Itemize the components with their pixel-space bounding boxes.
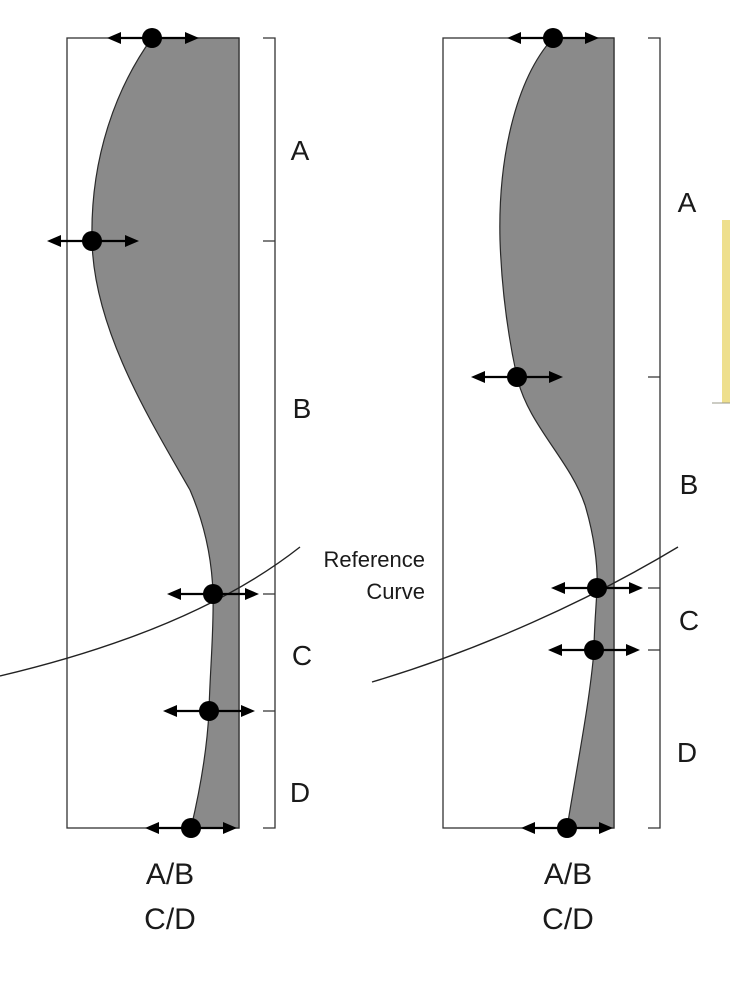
left-segment-a-label: A	[291, 135, 310, 166]
left-segment-b-label: B	[293, 393, 312, 424]
left-handle-2[interactable]	[47, 231, 139, 251]
left-handle-4[interactable]	[163, 701, 255, 721]
right-bracket	[648, 37, 661, 829]
left-caption-line-2: C/D	[144, 903, 196, 936]
right-panel: A B C D A/B C/D	[371, 28, 699, 936]
left-segment-d-label: D	[290, 777, 310, 808]
left-bracket	[263, 37, 276, 829]
right-profile-shape	[499, 37, 615, 829]
left-caption-line-1: A/B	[146, 858, 194, 891]
right-handle-5[interactable]	[521, 818, 613, 838]
right-reference-curve	[371, 546, 679, 683]
right-handle-3[interactable]	[551, 578, 643, 598]
right-handle-4[interactable]	[548, 640, 640, 660]
right-caption-line-1: A/B	[544, 858, 592, 891]
left-reference-curve	[0, 546, 301, 677]
left-handle-3[interactable]	[167, 584, 259, 604]
right-segment-a-label: A	[678, 187, 697, 218]
reference-curve-label-line-1: Reference	[323, 547, 425, 572]
right-segment-c-label: C	[679, 605, 699, 636]
right-segment-b-label: B	[680, 469, 699, 500]
right-handle-1[interactable]	[507, 28, 599, 48]
reference-curve-label-line-2: Curve	[366, 579, 425, 604]
left-handle-1[interactable]	[107, 28, 199, 48]
clipped-image-fragment	[712, 220, 730, 404]
right-handle-2[interactable]	[471, 367, 563, 387]
left-panel: A B C D A/B C/D	[0, 28, 312, 936]
left-segment-c-label: C	[292, 640, 312, 671]
right-caption-line-2: C/D	[542, 903, 594, 936]
left-handle-5[interactable]	[145, 818, 237, 838]
left-profile-shape	[91, 37, 240, 829]
right-segment-d-label: D	[677, 737, 697, 768]
